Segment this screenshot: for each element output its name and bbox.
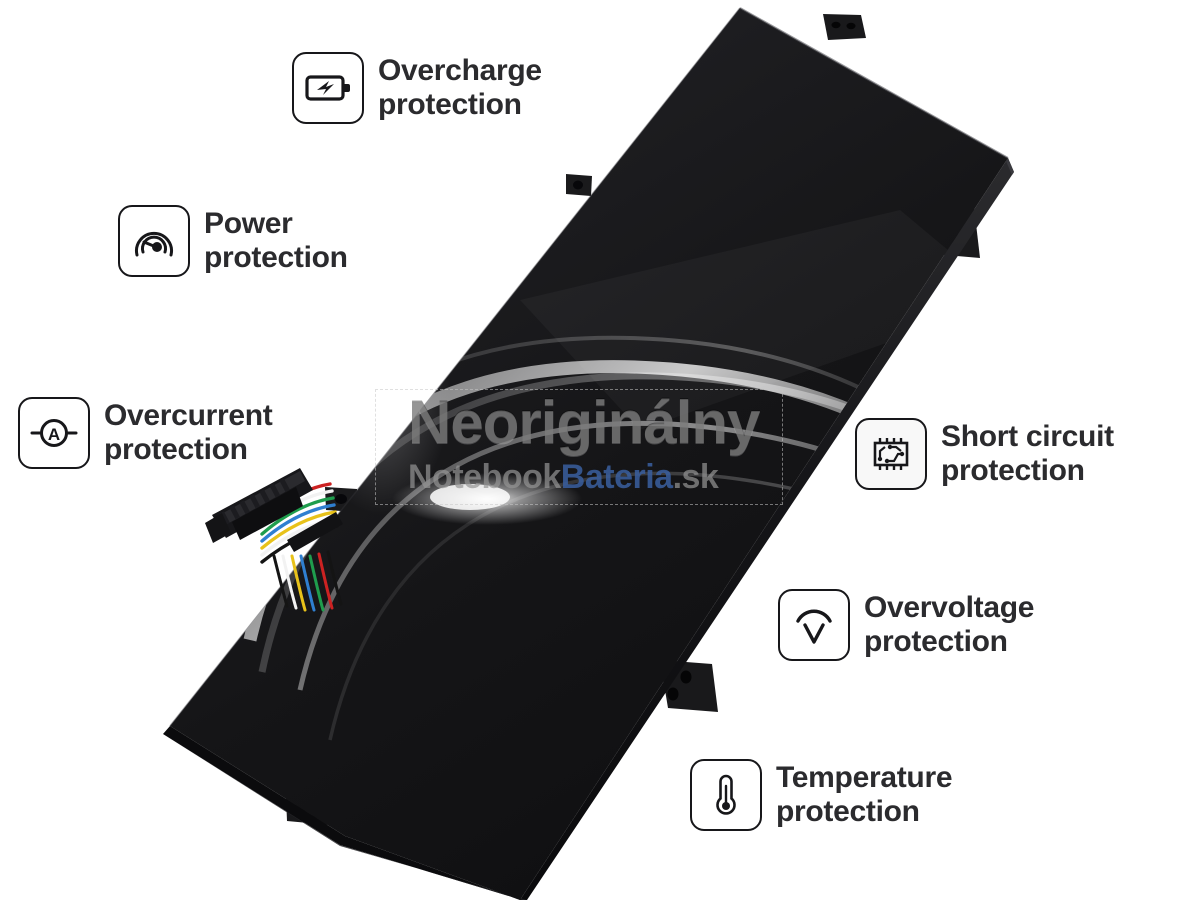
ammeter-icon: A <box>30 419 78 447</box>
thermometer-icon <box>716 774 736 815</box>
watermark-tld-text: .sk <box>672 458 719 496</box>
mounting-tab-top <box>823 14 866 40</box>
temperature-label: Temperature protection <box>776 761 953 828</box>
mounting-tab-lower-right <box>660 660 718 712</box>
watermark-notebook-text: Notebook <box>408 458 561 496</box>
feature-temperature-protection: Temperature protection <box>690 759 953 831</box>
mounting-tab-bottom <box>286 796 330 825</box>
feature-power-protection: Power protection <box>118 205 348 277</box>
temperature-badge <box>690 759 762 831</box>
voltage-arc-icon <box>796 609 832 644</box>
gauge-icon <box>135 231 173 257</box>
battery-bolt-icon <box>305 75 350 101</box>
overcurrent-label: Overcurrent protection <box>104 399 273 466</box>
feature-overcharge-protection: Overcharge protection <box>292 52 542 124</box>
chip-circuit-icon <box>873 438 909 470</box>
watermark-line-1: Neoriginálny <box>408 389 760 456</box>
feature-overvoltage-protection: Overvoltage protection <box>778 589 1034 661</box>
mounting-tab-mid-left <box>325 487 357 512</box>
feature-overcurrent-protection: A Overcurrent protection <box>18 397 273 469</box>
overcurrent-badge: A <box>18 397 90 469</box>
watermark: Neoriginálny NotebookBateria.sk <box>375 389 783 505</box>
power-label: Power protection <box>204 207 348 274</box>
feature-short-circuit-protection: Short circuit protection <box>855 418 1114 490</box>
overvoltage-badge <box>778 589 850 661</box>
short-circuit-label: Short circuit protection <box>941 420 1114 487</box>
overvoltage-label: Overvoltage protection <box>864 591 1035 658</box>
overcharge-badge <box>292 52 364 124</box>
power-badge <box>118 205 190 277</box>
watermark-line-2: NotebookBateria.sk <box>408 458 719 497</box>
mounting-tab-right <box>928 196 980 258</box>
battery-connector-harness <box>205 468 343 612</box>
mounting-tab-upper-left <box>566 174 592 196</box>
short-circuit-badge <box>855 418 927 490</box>
svg-text:A: A <box>48 425 60 444</box>
overcharge-label: Overcharge protection <box>378 54 542 121</box>
watermark-bateria-text: Bateria <box>560 458 673 496</box>
